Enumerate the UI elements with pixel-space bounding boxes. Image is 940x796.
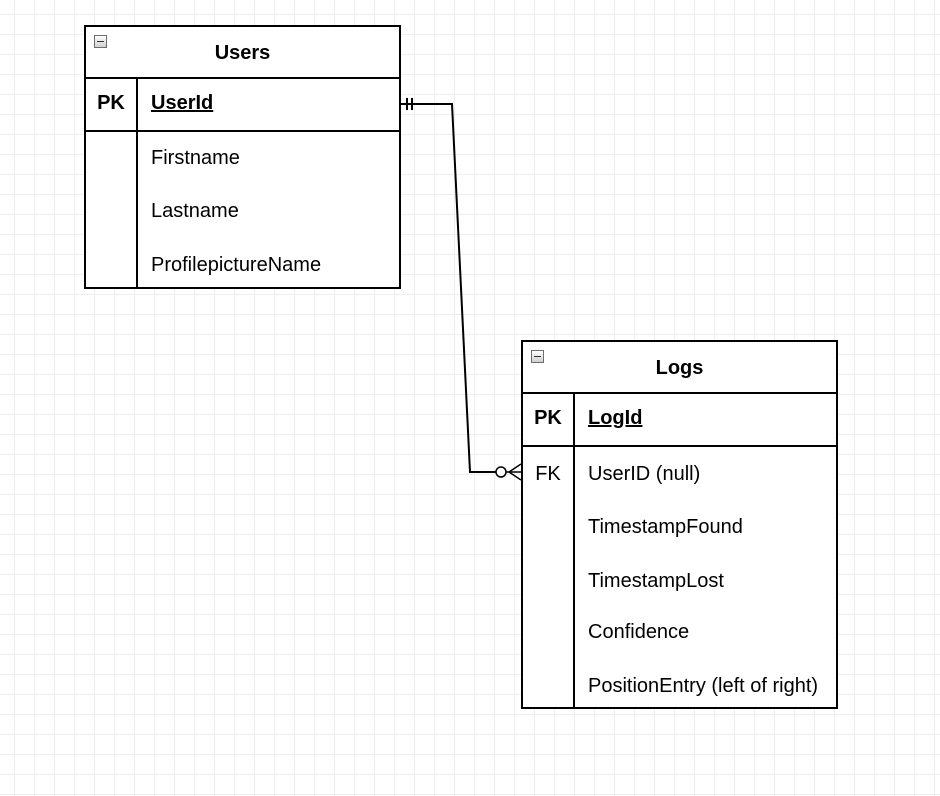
logs-entity[interactable]: Logs PK LogId FK UserID (null) Timestamp… bbox=[521, 340, 838, 709]
users-pk-field: UserId bbox=[151, 92, 214, 114]
logs-field-row[interactable]: FK UserID (null) bbox=[523, 460, 836, 488]
logs-pk-field: LogId bbox=[588, 407, 643, 429]
logs-field-row[interactable]: PositionEntry (left of right) bbox=[523, 672, 836, 700]
users-field-name: Lastname bbox=[151, 200, 239, 222]
logs-field-name: PositionEntry (left of right) bbox=[588, 675, 819, 697]
logs-field-key bbox=[523, 672, 573, 700]
zero-or-many-marker bbox=[495, 463, 522, 481]
users-field-row[interactable]: Firstname bbox=[86, 144, 399, 172]
logs-header[interactable]: Logs bbox=[523, 342, 836, 394]
users-key-divider bbox=[136, 79, 138, 287]
users-field-key bbox=[86, 251, 136, 279]
users-field-row[interactable]: Lastname bbox=[86, 197, 399, 225]
collapse-icon[interactable] bbox=[94, 35, 107, 48]
logs-key-divider bbox=[573, 394, 575, 707]
users-pk-section: PK UserId bbox=[86, 79, 399, 132]
users-fields: Firstname Lastname ProfilepictureName bbox=[86, 132, 399, 287]
users-entity[interactable]: Users PK UserId Firstname Lastname Profi… bbox=[84, 25, 401, 289]
users-title: Users bbox=[214, 42, 271, 64]
logs-field-row[interactable]: TimestampFound bbox=[523, 513, 836, 541]
users-field-name: ProfilepictureName bbox=[151, 254, 322, 276]
logs-field-key: FK bbox=[535, 463, 561, 485]
logs-title: Logs bbox=[655, 357, 704, 379]
logs-field-key bbox=[523, 618, 573, 646]
logs-field-name: TimestampLost bbox=[588, 570, 724, 592]
logs-field-name: Confidence bbox=[588, 621, 690, 643]
users-field-key bbox=[86, 197, 136, 225]
users-header[interactable]: Users bbox=[86, 27, 399, 79]
exactly-one-marker bbox=[406, 98, 413, 110]
logs-field-row[interactable]: TimestampLost bbox=[523, 567, 836, 595]
logs-pk-label: PK bbox=[534, 407, 562, 429]
users-field-name: Firstname bbox=[151, 147, 240, 169]
collapse-icon[interactable] bbox=[531, 350, 544, 363]
logs-pk-section: PK LogId bbox=[523, 394, 836, 447]
users-pk-label: PK bbox=[97, 92, 125, 114]
logs-pk-row[interactable]: PK LogId bbox=[523, 404, 836, 432]
users-field-key bbox=[86, 144, 136, 172]
logs-field-key bbox=[523, 513, 573, 541]
users-pk-row[interactable]: PK UserId bbox=[86, 89, 399, 117]
logs-field-row[interactable]: Confidence bbox=[523, 618, 836, 646]
logs-field-name: TimestampFound bbox=[588, 516, 743, 538]
logs-field-name: UserID (null) bbox=[588, 463, 701, 485]
users-field-row[interactable]: ProfilepictureName bbox=[86, 251, 399, 279]
logs-fields: FK UserID (null) TimestampFound Timestam… bbox=[523, 447, 836, 707]
logs-field-key bbox=[523, 567, 573, 595]
relationship-line[interactable] bbox=[401, 103, 496, 473]
